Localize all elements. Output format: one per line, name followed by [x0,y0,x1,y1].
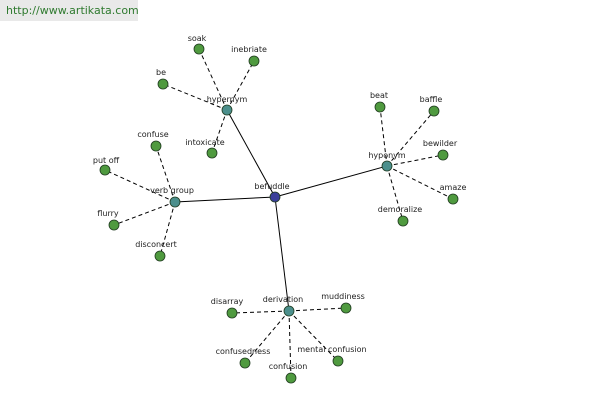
label-muddiness: muddiness [321,292,365,301]
node-put-off[interactable] [99,164,111,176]
node-hypernym[interactable] [221,104,233,116]
source-url[interactable]: http://www.artikata.com [0,0,139,21]
node-befuddle[interactable] [269,191,281,203]
edge-hypernym-be [162,83,228,111]
label-hyponym: hyponym [368,151,406,160]
node-hyponym[interactable] [381,160,393,172]
edge-hyponym-bewilder [386,154,444,167]
node-bewilder[interactable] [437,149,449,161]
edge-hypernym-inebriate [226,60,255,111]
label-put-off: put off [93,156,120,165]
node-be[interactable] [157,78,169,90]
node-muddiness[interactable] [340,302,352,314]
label-inebriate: inebriate [231,45,267,54]
edge-verb-group-flurry [113,201,176,226]
label-confusion: confusion [269,362,308,371]
label-amaze: amaze [440,183,467,192]
node-disconcert[interactable] [154,250,166,262]
edge-hyponym-amaze [386,165,454,200]
node-verb-group[interactable] [169,196,181,208]
edge-derivation-confusedness [244,310,290,364]
edge-verb-group-put-off [104,169,176,203]
label-derivation: derivation [263,295,303,304]
edge-befuddle-hypernym [226,109,276,198]
edge-verb-group-disconcert [159,201,176,257]
edge-hyponym-baffle [386,110,435,167]
node-demoralize[interactable] [397,215,409,227]
label-disarray: disarray [211,297,244,306]
label-beat: beat [370,91,388,100]
edge-befuddle-derivation [274,196,290,312]
node-confusedness[interactable] [239,357,251,369]
label-intoxicate: intoxicate [185,138,224,147]
label-hypernym: hypernym [207,95,248,104]
label-befuddle: befuddle [254,182,289,191]
edge-befuddle-hyponym [274,165,388,198]
nodes-layer [99,43,459,384]
edge-derivation-disarray [231,310,290,314]
node-baffle[interactable] [428,105,440,117]
label-flurry: flurry [97,209,119,218]
label-soak: soak [188,34,207,43]
node-soak[interactable] [193,43,205,55]
label-baffle: baffle [420,95,443,104]
node-intoxicate[interactable] [206,147,218,159]
label-disconcert: disconcert [135,240,177,249]
edge-derivation-mental-confusion [288,310,339,362]
label-confuse: confuse [137,130,168,139]
label-be: be [156,68,166,77]
node-confusion[interactable] [285,372,297,384]
label-mental-confusion: mental confusion [297,345,366,354]
edges-layer [104,48,454,379]
edge-befuddle-verb-group [174,196,276,203]
node-confuse[interactable] [150,140,162,152]
node-derivation[interactable] [283,305,295,317]
edge-hypernym-intoxicate [211,109,228,154]
edge-verb-group-confuse [155,145,176,203]
node-disarray[interactable] [226,307,238,319]
node-amaze[interactable] [447,193,459,205]
node-beat[interactable] [374,101,386,113]
labels-layer: befuddle hypernym hyponym verb group derivat… [93,34,467,371]
node-mental-confusion[interactable] [332,355,344,367]
label-verb-group: verb group [150,186,194,195]
label-bewilder: bewilder [423,139,458,148]
node-inebriate[interactable] [248,55,260,67]
edge-derivation-muddiness [288,307,347,312]
edge-hyponym-demoralize [386,165,404,222]
node-flurry[interactable] [108,219,120,231]
label-confusedness: confusedness [216,347,271,356]
label-demoralize: demoralize [378,205,423,214]
edge-hyponym-beat [379,106,388,167]
